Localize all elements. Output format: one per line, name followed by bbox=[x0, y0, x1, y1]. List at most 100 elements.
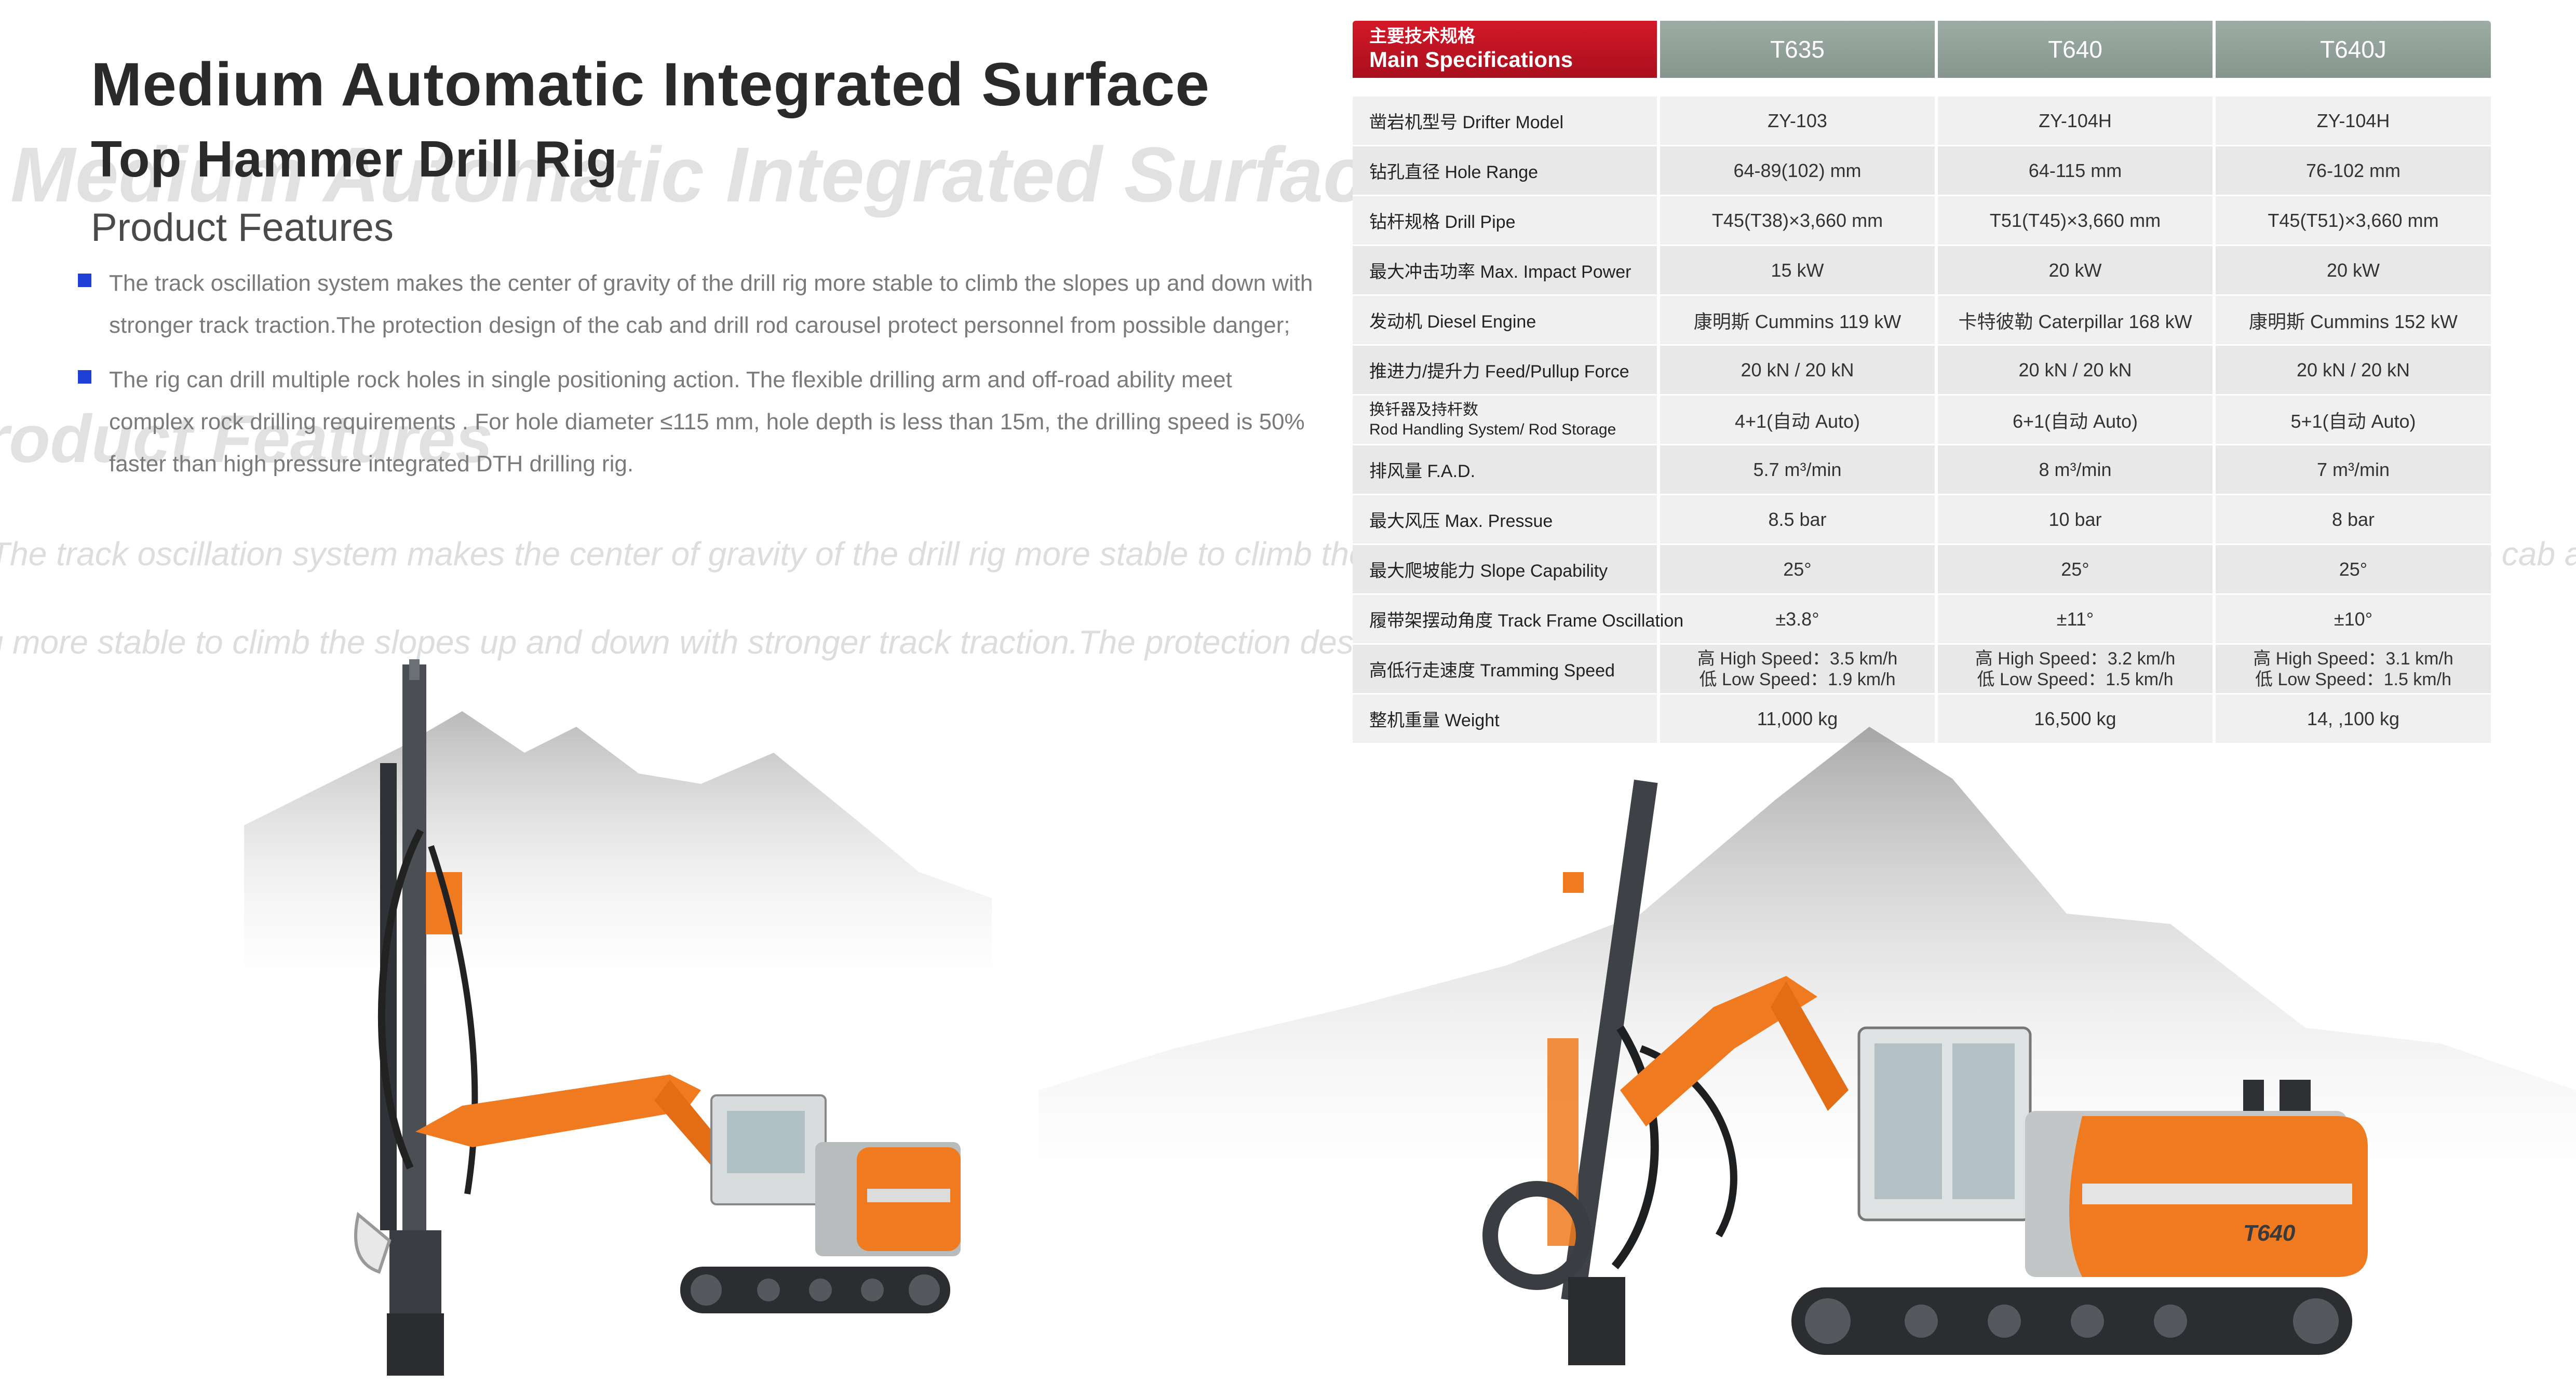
table-row: 最大风压 Max. Pressue 8.5 bar 10 bar 8 bar bbox=[1353, 495, 2491, 545]
table-cell: 76-102 mm bbox=[2213, 146, 2491, 196]
mountain-backdrop bbox=[1039, 727, 2576, 1225]
table-row: 整机重量 Weight 11,000 kg 16,500 kg 14, ,100… bbox=[1353, 695, 2491, 744]
spec-header-cn: 主要技术规格 bbox=[1369, 26, 1475, 46]
row-label: 整机重量 Weight bbox=[1353, 695, 1657, 744]
table-row: 换钎器及持杆数 Rod Handling System/ Rod Storage… bbox=[1353, 396, 2491, 445]
table-cell: 康明斯 Cummins 152 kW bbox=[2213, 296, 2491, 346]
table-cell: 高 High Speed：3.5 km/h 低 Low Speed：1.9 km… bbox=[1657, 645, 1935, 695]
table-cell: 16,500 kg bbox=[1935, 695, 2213, 744]
table-cell: 7 m³/min bbox=[2213, 445, 2491, 495]
spec-header-label: 主要技术规格 Main Specifications bbox=[1353, 21, 1657, 78]
table-cell: 8 bar bbox=[2213, 495, 2491, 545]
table-cell: ±11° bbox=[1935, 595, 2213, 645]
row-label: 排风量 F.A.D. bbox=[1353, 445, 1657, 495]
page-title-line-2: Top Hammer Drill Rig bbox=[91, 130, 618, 187]
square-bullet-icon bbox=[78, 274, 91, 287]
table-cell: 4+1(自动 Auto) bbox=[1657, 396, 1935, 445]
table-row: 高低行走速度 Tramming Speed 高 High Speed：3.5 k… bbox=[1353, 645, 2491, 695]
row-label: 最大爬坡能力 Slope Capability bbox=[1353, 545, 1657, 595]
spec-table-header: 主要技术规格 Main Specifications T635 T640 T64… bbox=[1353, 21, 2491, 78]
table-cell: ±10° bbox=[2213, 595, 2491, 645]
table-cell: 6+1(自动 Auto) bbox=[1935, 396, 2213, 445]
table-cell: 20 kN / 20 kN bbox=[1935, 346, 2213, 396]
table-row: 最大冲击功率 Max. Impact Power 15 kW 20 kW 20 … bbox=[1353, 246, 2491, 296]
table-cell: ZY-104H bbox=[1935, 97, 2213, 146]
table-spacer bbox=[1353, 78, 2491, 97]
table-row: 凿岩机型号 Drifter Model ZY-103 ZY-104H ZY-10… bbox=[1353, 97, 2491, 146]
table-cell: 11,000 kg bbox=[1657, 695, 1935, 744]
row-label: 发动机 Diesel Engine bbox=[1353, 296, 1657, 346]
table-cell: 20 kW bbox=[2213, 246, 2491, 296]
row-label: 最大风压 Max. Pressue bbox=[1353, 495, 1657, 545]
feature-item: The track oscillation system makes the c… bbox=[78, 262, 1314, 346]
row-label: 凿岩机型号 Drifter Model bbox=[1353, 97, 1657, 146]
drill-boom bbox=[415, 1075, 701, 1147]
table-cell: ZY-103 bbox=[1657, 97, 1935, 146]
table-row: 钻杆规格 Drill Pipe T45(T38)×3,660 mm T51(T4… bbox=[1353, 196, 2491, 246]
model-header-t635: T635 bbox=[1657, 21, 1935, 78]
model-header-t640j: T640J bbox=[2213, 21, 2491, 78]
tramming-low-speed: 低 Low Speed：1.5 km/h bbox=[1977, 669, 2174, 689]
table-cell: 10 bar bbox=[1935, 495, 2213, 545]
table-cell: T45(T38)×3,660 mm bbox=[1657, 196, 1935, 246]
table-cell: 25° bbox=[1935, 545, 2213, 595]
drill-mast bbox=[402, 664, 426, 1246]
table-cell: T45(T51)×3,660 mm bbox=[2213, 196, 2491, 246]
table-row: 钻孔直径 Hole Range 64-89(102) mm 64-115 mm … bbox=[1353, 146, 2491, 196]
table-cell: 15 kW bbox=[1657, 246, 1935, 296]
table-cell: ±3.8° bbox=[1657, 595, 1935, 645]
drill-rig-left-image bbox=[244, 659, 992, 1376]
machine-model-badge: T640 bbox=[2243, 1220, 2296, 1246]
table-row: 履带架摆动角度 Track Frame Oscillation ±3.8° ±1… bbox=[1353, 595, 2491, 645]
row-label-cn: 换钎器及持杆数 bbox=[1369, 401, 1478, 418]
row-label: 推进力/提升力 Feed/Pullup Force bbox=[1353, 346, 1657, 396]
drill-boom bbox=[1620, 976, 1817, 1126]
row-label: 最大冲击功率 Max. Impact Power bbox=[1353, 246, 1657, 296]
table-cell: ZY-104H bbox=[2213, 97, 2491, 146]
table-cell: T51(T45)×3,660 mm bbox=[1935, 196, 2213, 246]
mountain-backdrop bbox=[244, 711, 992, 1012]
table-cell: 64-115 mm bbox=[1935, 146, 2213, 196]
drill-mast bbox=[1561, 779, 1658, 1302]
table-cell: 卡特彼勒 Caterpillar 168 kW bbox=[1935, 296, 2213, 346]
table-cell: 5+1(自动 Auto) bbox=[2213, 396, 2491, 445]
table-row: 发动机 Diesel Engine 康明斯 Cummins 119 kW 卡特彼… bbox=[1353, 296, 2491, 346]
table-cell: 高 High Speed：3.1 km/h 低 Low Speed：1.5 km… bbox=[2213, 645, 2491, 695]
table-cell: 25° bbox=[2213, 545, 2491, 595]
table-cell: 25° bbox=[1657, 545, 1935, 595]
table-row: 推进力/提升力 Feed/Pullup Force 20 kN / 20 kN … bbox=[1353, 346, 2491, 396]
row-label: 钻杆规格 Drill Pipe bbox=[1353, 196, 1657, 246]
spec-header-en: Main Specifications bbox=[1369, 47, 1573, 72]
tramming-low-speed: 低 Low Speed：1.9 km/h bbox=[1699, 669, 1896, 689]
table-cell: 14, ,100 kg bbox=[2213, 695, 2491, 744]
table-cell: 20 kN / 20 kN bbox=[2213, 346, 2491, 396]
tramming-high-speed: 高 High Speed：3.1 km/h bbox=[2253, 648, 2453, 669]
row-label: 履带架摆动角度 Track Frame Oscillation bbox=[1353, 595, 1683, 645]
feature-item: The rig can drill multiple rock holes in… bbox=[78, 359, 1314, 485]
section-heading-product-features: Product Features bbox=[91, 206, 394, 250]
tramming-high-speed: 高 High Speed：3.5 km/h bbox=[1697, 648, 1898, 669]
feature-list: The track oscillation system makes the c… bbox=[78, 262, 1314, 497]
row-label: 换钎器及持杆数 Rod Handling System/ Rod Storage bbox=[1353, 396, 1657, 445]
table-cell: 20 kN / 20 kN bbox=[1657, 346, 1935, 396]
feature-text: The rig can drill multiple rock holes in… bbox=[109, 367, 1305, 477]
tramming-low-speed: 低 Low Speed：1.5 km/h bbox=[2255, 669, 2451, 689]
page-title: Medium Automatic Integrated Surface bbox=[91, 50, 1210, 119]
table-cell: 20 kW bbox=[1935, 246, 2213, 296]
tramming-high-speed: 高 High Speed：3.2 km/h bbox=[1975, 648, 2176, 669]
table-cell: 8 m³/min bbox=[1935, 445, 2213, 495]
table-cell: 高 High Speed：3.2 km/h 低 Low Speed：1.5 km… bbox=[1935, 645, 2213, 695]
table-row: 最大爬坡能力 Slope Capability 25° 25° 25° bbox=[1353, 545, 2491, 595]
table-row: 排风量 F.A.D. 5.7 m³/min 8 m³/min 7 m³/min bbox=[1353, 445, 2491, 495]
table-cell: 康明斯 Cummins 119 kW bbox=[1657, 296, 1935, 346]
spec-table: 主要技术规格 Main Specifications T635 T640 T64… bbox=[1353, 21, 2491, 744]
row-label: 高低行走速度 Tramming Speed bbox=[1353, 645, 1657, 695]
table-cell: 8.5 bar bbox=[1657, 495, 1935, 545]
row-label: 钻孔直径 Hole Range bbox=[1353, 146, 1657, 196]
drill-rig-t640-image: T640 bbox=[1039, 727, 2576, 1365]
table-cell: 64-89(102) mm bbox=[1657, 146, 1935, 196]
table-cell: 5.7 m³/min bbox=[1657, 445, 1935, 495]
square-bullet-icon bbox=[78, 370, 91, 384]
feature-text: The track oscillation system makes the c… bbox=[109, 270, 1313, 338]
row-label-en: Rod Handling System/ Rod Storage bbox=[1369, 420, 1616, 438]
